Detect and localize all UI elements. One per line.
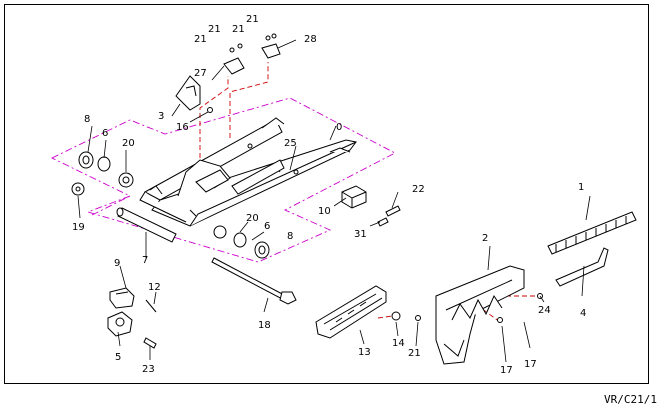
part-label-18: 18: [258, 320, 271, 331]
pivot-bearings-left: [71, 151, 134, 196]
pivot-axle: [211, 257, 297, 305]
part-label-16: 16: [176, 122, 189, 133]
part-label-20a: 20: [122, 138, 135, 149]
part-label-6b: 6: [264, 221, 270, 232]
part-label-9: 9: [114, 258, 120, 269]
reference-code: VR/C21/1: [604, 393, 657, 406]
part-label-2: 2: [482, 233, 488, 244]
part-label-23: 23: [142, 364, 155, 375]
part-label-3: 3: [158, 111, 164, 122]
rubber-mount-parts: [107, 287, 157, 349]
part-label-8a: 8: [84, 114, 90, 125]
part-label-28: 28: [304, 34, 317, 45]
part-label-0: 0: [336, 122, 342, 133]
part-label-21b: 21: [208, 24, 221, 35]
swingarm-group-outline: [50, 97, 396, 263]
part-label-1: 1: [578, 182, 584, 193]
part-label-24: 24: [538, 305, 551, 316]
chain-guide-bracket: [175, 75, 213, 113]
swingarm: [139, 117, 357, 227]
axle-group-outline: [91, 195, 131, 216]
part-label-20b: 20: [246, 213, 259, 224]
pivot-sleeve: [116, 207, 177, 243]
part-label-19: 19: [72, 222, 85, 233]
part-number-labels: 0 1 2 3 4 5 6 6 7 8 8 9 10 12 13 14 16 1…: [72, 14, 586, 376]
leader-lines: [77, 39, 591, 363]
part-label-21e: 21: [408, 348, 421, 359]
part-label-6a: 6: [102, 128, 108, 139]
part-label-22: 22: [412, 184, 425, 195]
part-label-7: 7: [142, 255, 148, 266]
part-label-25: 25: [284, 138, 297, 149]
part-label-14: 14: [392, 338, 405, 349]
part-label-21d: 21: [246, 14, 259, 25]
part-label-21c: 21: [232, 24, 245, 35]
part-label-10: 10: [318, 206, 331, 217]
part-label-4: 4: [580, 308, 586, 319]
part-label-13: 13: [358, 347, 371, 358]
chain-case: [435, 265, 543, 365]
part-label-5: 5: [115, 352, 121, 363]
part-label-8b: 8: [287, 231, 293, 242]
part-label-17a: 17: [500, 365, 513, 376]
part-label-12: 12: [148, 282, 161, 293]
diagram-frame: [4, 4, 649, 384]
part-label-17b: 17: [524, 359, 537, 370]
drive-chain: [547, 211, 637, 255]
small-bolts: [377, 205, 401, 227]
chain-guide: [315, 285, 421, 339]
tensioner-arm: [555, 247, 609, 287]
chain-adjuster-block: [341, 185, 367, 209]
top-brackets: [223, 33, 281, 75]
part-label-21a: 21: [194, 34, 207, 45]
part-label-27: 27: [194, 68, 207, 79]
part-label-31: 31: [354, 229, 367, 240]
pivot-bearings-right: [213, 225, 270, 259]
